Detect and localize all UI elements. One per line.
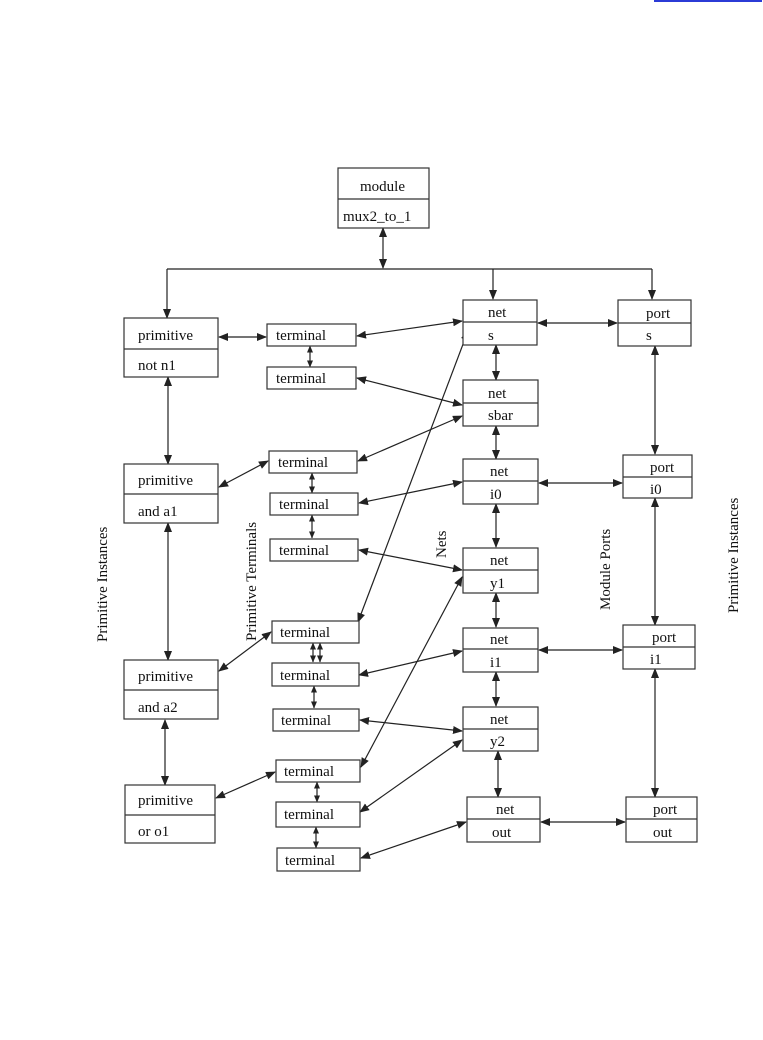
net-box-name: i1 xyxy=(490,655,502,671)
net-box-header: net xyxy=(490,553,509,569)
terminal-box-3[interactable]: terminal xyxy=(268,450,358,474)
primitive-box-and-a2[interactable]: primitive and a2 xyxy=(123,659,219,720)
module-box[interactable]: module mux2_to_1 xyxy=(337,167,430,229)
module-box-header: module xyxy=(360,179,405,195)
terminal-label: terminal xyxy=(284,807,334,823)
net-box-name: sbar xyxy=(488,408,513,424)
terminal-label: terminal xyxy=(280,625,330,641)
primitive-box-or-o1[interactable]: primitive or o1 xyxy=(124,784,216,844)
net-box-s[interactable]: net s xyxy=(462,299,538,346)
net-box-header: net xyxy=(490,712,509,728)
t2-net-sbar-arrow xyxy=(356,376,463,407)
net-box-sbar[interactable]: net sbar xyxy=(462,379,539,427)
terminal-label: terminal xyxy=(285,853,335,869)
net-box-header: net xyxy=(490,632,509,648)
port-box-name: i1 xyxy=(650,652,662,668)
terminal-label: terminal xyxy=(281,713,331,729)
net-box-name: y2 xyxy=(490,734,505,750)
and-a1-to-terminal-arrow xyxy=(218,460,269,488)
net-box-header: net xyxy=(496,802,515,818)
t9-net-y1-arrow xyxy=(360,576,463,768)
t3-net-sbar-arrow xyxy=(357,415,463,462)
net-box-i1[interactable]: net i1 xyxy=(462,627,539,673)
primitive-box-name: or o1 xyxy=(138,824,169,840)
port-box-name: out xyxy=(653,825,673,841)
port-box-i1[interactable]: port i1 xyxy=(622,624,696,670)
primitive-box-header: primitive xyxy=(138,793,193,809)
t10-net-y2-arrow xyxy=(359,739,463,813)
terminal-label: terminal xyxy=(276,328,326,344)
connections xyxy=(161,227,659,859)
t6-net-s-arrow xyxy=(357,330,469,623)
net-box-y1[interactable]: net y1 xyxy=(462,547,539,594)
port-box-header: port xyxy=(652,630,677,646)
port-box-i0[interactable]: port i0 xyxy=(622,454,693,499)
net-box-name: s xyxy=(488,328,494,344)
t1-net-s-arrow xyxy=(356,318,463,339)
net-box-name: y1 xyxy=(490,576,505,592)
primitive-box-name: and a2 xyxy=(138,700,178,716)
primitive-box-name: and a1 xyxy=(138,504,178,520)
port-box-out[interactable]: port out xyxy=(625,796,698,843)
t4-net-i0-arrow xyxy=(358,479,463,506)
primitive-box-header: primitive xyxy=(138,328,193,344)
or-o1-to-terminal-arrow xyxy=(215,771,276,799)
primitive-box-header: primitive xyxy=(138,669,193,685)
terminal-label: terminal xyxy=(276,371,326,387)
net-box-out[interactable]: net out xyxy=(466,796,541,843)
port-box-header: port xyxy=(646,306,671,322)
terminal-label: terminal xyxy=(284,764,334,780)
terminal-box-8[interactable]: terminal xyxy=(272,708,360,732)
terminal-label: terminal xyxy=(280,668,330,684)
terminal-box-4[interactable]: terminal xyxy=(269,492,359,516)
module-ports-label: Module Ports xyxy=(598,529,614,610)
terminal-box-10[interactable]: terminal xyxy=(275,801,361,828)
net-box-i0[interactable]: net i0 xyxy=(462,458,539,505)
net-box-header: net xyxy=(488,305,507,321)
t7-net-i1-arrow xyxy=(358,649,463,677)
primitive-box-name: not n1 xyxy=(138,358,176,374)
primitive-box-and-a1[interactable]: primitive and a1 xyxy=(123,463,219,524)
terminal-box-2[interactable]: terminal xyxy=(266,366,357,390)
net-box-name: out xyxy=(492,825,512,841)
t8-net-y2-arrow xyxy=(359,716,463,735)
terminal-box-7[interactable]: terminal xyxy=(271,662,360,687)
top-link-bar[interactable] xyxy=(654,0,762,2)
terminal-label: terminal xyxy=(279,497,329,513)
net-box-header: net xyxy=(488,386,507,402)
module-box-name: mux2_to_1 xyxy=(343,209,411,225)
port-box-name: i0 xyxy=(650,482,662,498)
terminal-box-6[interactable]: terminal xyxy=(271,620,360,644)
primitive-instances-label-left: Primitive Instances xyxy=(95,526,111,642)
terminal-box-11[interactable]: terminal xyxy=(276,847,361,872)
port-box-header: port xyxy=(650,460,675,476)
primitive-box-not-n1[interactable]: primitive not n1 xyxy=(123,317,219,378)
terminal-box-5[interactable]: terminal xyxy=(269,538,359,562)
port-box-name: s xyxy=(646,328,652,344)
nets-label: Nets xyxy=(434,530,450,558)
terminal-label: terminal xyxy=(279,543,329,559)
port-box-s[interactable]: port s xyxy=(617,299,692,347)
terminal-box-9[interactable]: terminal xyxy=(275,759,361,783)
net-box-header: net xyxy=(490,464,509,480)
primitive-instances-label-right: Primitive Instances xyxy=(726,497,742,613)
primitive-box-header: primitive xyxy=(138,473,193,489)
net-box-y2[interactable]: net y2 xyxy=(462,706,539,752)
net-box-name: i0 xyxy=(490,487,502,503)
t11-net-out-arrow xyxy=(360,821,467,859)
port-box-header: port xyxy=(653,802,678,818)
terminal-label: terminal xyxy=(278,455,328,471)
and-a2-to-terminal-arrow xyxy=(218,631,272,672)
primitive-terminals-label: Primitive Terminals xyxy=(244,522,260,641)
terminal-box-1[interactable]: terminal xyxy=(266,323,357,347)
